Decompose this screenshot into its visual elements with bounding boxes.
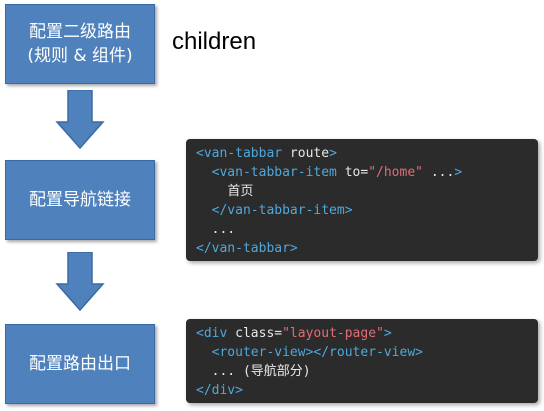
- code-token: >: [383, 326, 392, 341]
- code-line: ... (导航部分): [196, 362, 528, 381]
- code-token: </van-tabbar>: [196, 241, 298, 256]
- code-line: </van-tabbar-item>: [196, 201, 528, 220]
- tabbar-code-block: <van-tabbar route> <van-tabbar-item to="…: [186, 139, 538, 261]
- code-token: >: [454, 165, 463, 180]
- code-token: ... (导航部分): [211, 364, 311, 379]
- layout-code-block: <div class="layout-page"> <router-view><…: [186, 319, 538, 403]
- step-1-title: 配置二级路由: [29, 22, 131, 42]
- code-token: <router-view></router-view>: [211, 345, 423, 360]
- code-token: route: [282, 146, 330, 161]
- code-token: "layout-page": [282, 326, 384, 341]
- code-token: class=: [227, 326, 283, 341]
- code-token: <van-tabbar-item: [211, 165, 337, 180]
- code-token: 首页: [227, 184, 254, 199]
- code-line: </div>: [196, 381, 528, 400]
- children-label: children: [172, 28, 257, 55]
- code-line: <van-tabbar-item to="/home" ...>: [196, 163, 528, 182]
- step-configure-child-routes: 配置二级路由 (规则 & 组件): [5, 4, 155, 84]
- step-3-title: 配置路由出口: [29, 354, 131, 374]
- code-token: </van-tabbar-item>: [211, 203, 353, 218]
- code-token: >: [329, 146, 337, 161]
- code-token: ...: [211, 222, 236, 237]
- down-arrow-icon: [55, 90, 105, 150]
- code-token: </div>: [196, 383, 243, 398]
- code-token: <div: [196, 326, 228, 341]
- step-configure-router-outlet: 配置路由出口: [5, 324, 155, 404]
- code-line: 首页: [196, 182, 528, 201]
- code-line: <router-view></router-view>: [196, 343, 528, 362]
- code-line: <van-tabbar route>: [196, 144, 528, 163]
- code-token: to=: [336, 165, 369, 180]
- code-line: <div class="layout-page">: [196, 324, 528, 343]
- code-token: "/home": [368, 165, 423, 180]
- code-token: <van-tabbar: [196, 146, 283, 161]
- code-line: </van-tabbar>: [196, 239, 528, 258]
- step-1-subtitle: (规则 & 组件): [27, 46, 133, 66]
- code-token: ...: [423, 165, 455, 180]
- step-2-title: 配置导航链接: [29, 190, 131, 210]
- code-line: ...: [196, 220, 528, 239]
- down-arrow-icon: [55, 252, 105, 312]
- step-configure-nav-links: 配置导航链接: [5, 160, 155, 240]
